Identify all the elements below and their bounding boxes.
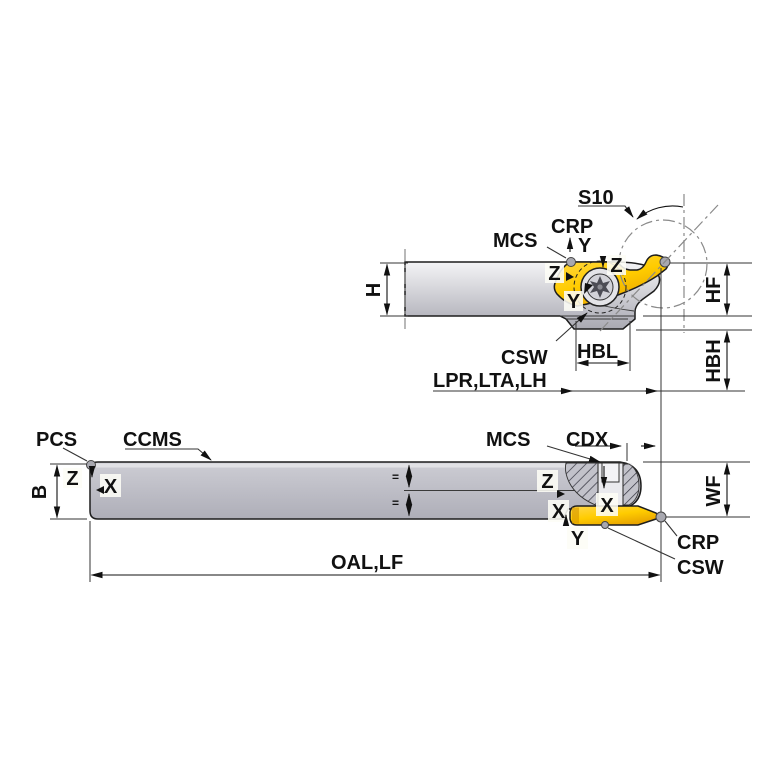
label-wf: WF (703, 475, 725, 506)
label-csw-lower: CSW (677, 557, 724, 579)
label-s10: S10 (578, 187, 614, 209)
label-cdx: CDX (566, 429, 609, 451)
label-hf: HF (703, 277, 725, 304)
label-crp-lower: CRP (677, 532, 719, 554)
csw-leader-upper (555, 312, 588, 342)
dimension-hbl (575, 321, 631, 371)
axis-marker-z-upper-left: Z (545, 263, 574, 285)
lower-view: = = Z (29, 429, 750, 582)
axis-x-lower-1-label: X (552, 501, 566, 523)
axis-z-screw-label: Z (610, 255, 622, 277)
label-lpr-lta-lh: LPR,LTA,LH (433, 370, 547, 392)
axis-marker-x-at-pcs: X (96, 474, 121, 498)
axis-z-upper-left-label: Z (548, 263, 560, 285)
axis-marker-y-lower: Y (562, 514, 588, 550)
axis-marker-z-lower: Z (537, 470, 565, 498)
pcs-point (86, 460, 96, 470)
axis-y-lower-label: Y (571, 528, 585, 550)
csw-leader-lower (607, 527, 676, 560)
axis-marker-z-at-pcs: Z (63, 466, 96, 490)
dimension-hbh (636, 329, 752, 391)
dimension-wf (643, 461, 750, 518)
label-csw-upper: CSW (501, 347, 548, 369)
dimension-h (380, 262, 408, 317)
ccms-leader (125, 448, 212, 461)
s10-leader (578, 205, 634, 218)
label-mcs-lower: MCS (486, 429, 530, 451)
equal-mark-1: = (392, 470, 399, 484)
s10-angle-arc (636, 205, 684, 220)
label-crp-upper: CRP (551, 216, 593, 238)
axis-marker-y-upper-left: Y (564, 283, 593, 313)
mcs-leader-lower (546, 445, 601, 463)
dimension-b (50, 463, 87, 520)
lower-insert-cap (572, 507, 579, 524)
label-hbl: HBL (577, 341, 618, 363)
axis-x-lower-2-label: X (600, 495, 614, 517)
pocket-hatch-left (564, 462, 599, 507)
axis-marker-x-lower-2: X (596, 466, 618, 517)
label-h: H (363, 283, 385, 297)
dimension-cdx (575, 442, 656, 461)
label-oal-lf: OAL,LF (331, 552, 403, 574)
axis-z-pcs-label: Z (66, 468, 78, 490)
axis-x-pcs-label: X (104, 476, 118, 498)
csw-point-lower (601, 521, 609, 529)
crp-leader-lower (664, 520, 678, 537)
pcs-leader (62, 447, 88, 462)
label-hbh: HBH (703, 339, 725, 382)
label-b: B (29, 485, 51, 499)
mcs-point-upper (566, 257, 576, 267)
mcs-leader-upper (546, 246, 567, 259)
axis-marker-z-screw: Z (599, 255, 626, 277)
axis-y-upper-left-label: Y (567, 291, 581, 313)
label-ccms: CCMS (123, 429, 182, 451)
dimension-oal-lf (89, 521, 661, 582)
label-mcs-upper: MCS (493, 230, 537, 252)
axis-marker-y-at-crp: Y (566, 235, 592, 257)
upper-view: Y Z Z Y S10 CRP MCS CSW HBL LPR,LTA,LH H… (363, 187, 752, 582)
crp-point-lower (655, 511, 667, 523)
pocket-hatch-right (622, 463, 640, 506)
axis-z-lower-label: Z (541, 471, 553, 493)
tip-diagonal-centerline (599, 204, 719, 332)
axis-y-upper-label: Y (578, 235, 592, 257)
lower-shank-highlight (92, 463, 632, 468)
label-pcs: PCS (36, 429, 77, 451)
equal-mark-2: = (392, 496, 399, 510)
dimension-equal-halves: = = (392, 464, 413, 517)
